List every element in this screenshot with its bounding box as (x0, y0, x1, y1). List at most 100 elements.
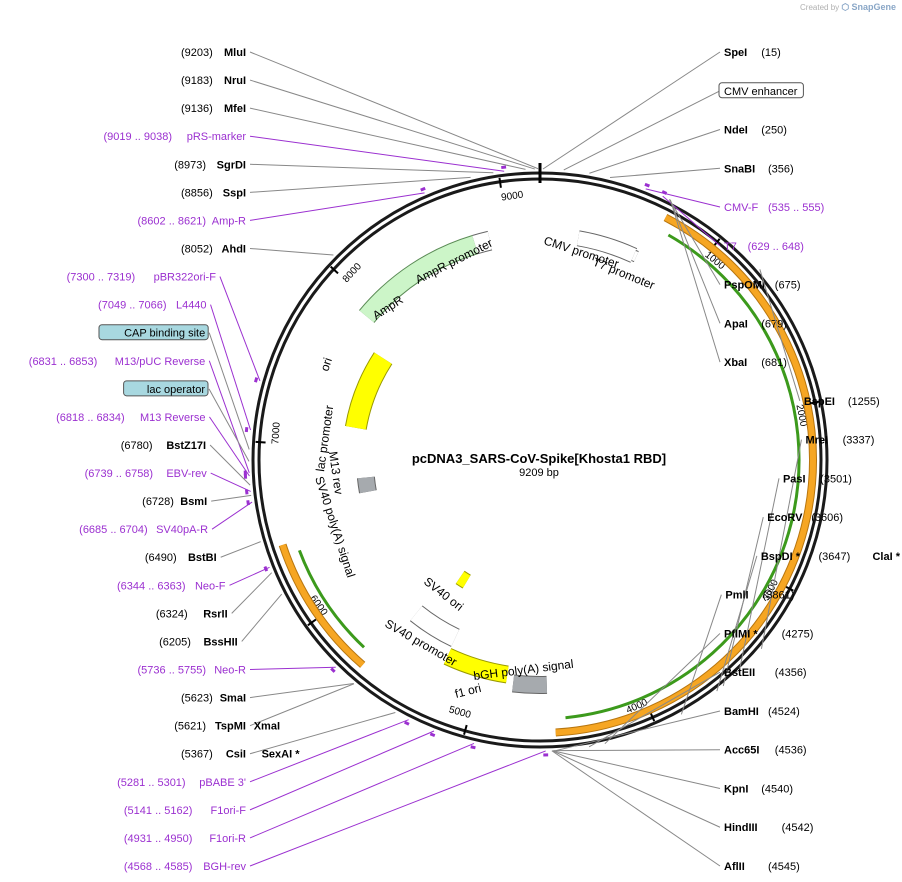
feature-arrow[interactable] (444, 649, 509, 683)
site-label[interactable]: PflMI *(4275) (724, 628, 813, 640)
site-label[interactable]: (7049 .. 7066)L4440 (98, 300, 207, 312)
feature-arrow[interactable] (631, 250, 639, 262)
site-label[interactable]: PasI(3501) (783, 473, 852, 485)
site-label[interactable]: XbaI(681) (724, 357, 787, 369)
site-position: (6344 .. 6363) (117, 580, 186, 592)
site-position: (5736 .. 5755) (138, 665, 207, 677)
site-leader (249, 176, 471, 193)
site-position: (6490) (145, 552, 177, 564)
site-label[interactable]: (5281 .. 5301)pBABE 3' (117, 777, 246, 789)
site-label[interactable]: (8052)AhdI (181, 243, 246, 255)
site-label[interactable]: BspDI *(3647)ClaI * (761, 551, 901, 563)
site-label[interactable]: Acc65I(4536) (724, 745, 807, 757)
site-label[interactable]: BstEII(4356) (724, 667, 807, 679)
feature-arrow[interactable] (472, 231, 493, 254)
site-label[interactable]: (4931 .. 4950)F1ori-R (124, 833, 246, 845)
site-position: (4356) (775, 667, 807, 679)
site-label[interactable]: ApaI(679) (724, 318, 787, 330)
feature-arrow[interactable] (359, 235, 478, 323)
site-label[interactable]: (5736 .. 5755) Neo-R (138, 665, 247, 677)
site-leader (229, 566, 270, 586)
site-name: Neo-F (195, 580, 226, 592)
site-label[interactable]: (9136)MfeI (181, 103, 246, 115)
feature-arrow[interactable] (279, 543, 365, 668)
site-label[interactable]: CMV enhancer (718, 82, 804, 99)
site-label[interactable]: (9183)NruI (181, 75, 246, 87)
site-label[interactable]: T7(629 .. 648) (724, 241, 804, 253)
site-leader (210, 472, 251, 492)
feature-arrow[interactable] (345, 352, 392, 430)
site-position: (3606) (811, 512, 843, 524)
site-label[interactable]: (6205) BssHII (159, 636, 238, 648)
site-position: (3861) (763, 590, 795, 602)
box-label-text: lac operator (147, 384, 205, 396)
site-label[interactable]: (8602 .. 8621)Amp-R (138, 215, 247, 227)
feature-arrow[interactable] (512, 675, 548, 693)
site-name: BssHII (203, 636, 237, 648)
site-label[interactable]: CAP binding site (98, 324, 209, 341)
site-label[interactable]: MreI(3337) (805, 435, 874, 447)
site-label[interactable]: (8973)SgrDI (174, 159, 246, 171)
site-leader (249, 712, 396, 755)
tick-label: 8000 (341, 261, 364, 285)
site-label[interactable]: (6685 .. 6704)SV40pA-R (79, 524, 208, 536)
site-label[interactable]: (5623)SmaI (181, 693, 246, 705)
box-label-frame (123, 380, 209, 397)
site-label[interactable]: (6324)RsrII (156, 608, 228, 620)
site-label[interactable]: SpeI(15) (724, 47, 781, 59)
plasmid-name: pcDNA3_SARS-CoV-Spike[Khosta1 RBD] (412, 451, 666, 466)
site-label[interactable]: (9203)MluI (181, 47, 246, 59)
site-name: M13 Reverse (140, 412, 205, 424)
site-label[interactable]: EcoRV(3606) (767, 512, 843, 524)
site-leader (552, 750, 721, 828)
site-label[interactable]: (9019 .. 9038)pRS-marker (104, 131, 247, 143)
feature-arrow[interactable] (555, 214, 817, 736)
site-label[interactable]: BspEI(1255) (804, 396, 880, 408)
feature-label-f1: f1 ori (453, 681, 482, 701)
site-position: (681) (761, 357, 787, 369)
site-label[interactable]: (8856)SspI (181, 187, 246, 199)
site-label[interactable]: (6831 .. 6853)M13/pUC Reverse (29, 356, 205, 368)
site-label[interactable]: (6780)BstZ17I (121, 440, 206, 452)
site-name: AflII (724, 861, 745, 873)
site-label[interactable]: HindIII(4542) (724, 822, 813, 834)
site-label[interactable]: (6818 .. 6834)M13 Reverse (56, 412, 205, 424)
site-label[interactable]: PmlI(3861) (725, 590, 794, 602)
site-label[interactable]: (4568 .. 4585)BGH-rev (124, 861, 247, 873)
site-label[interactable]: (6490)BstBI (145, 552, 217, 564)
site-name: PasI (783, 473, 806, 485)
site-position: (9136) (181, 103, 213, 115)
site-label[interactable]: (6739 .. 6758)EBV-rev (85, 468, 208, 480)
feature-arrow[interactable] (576, 231, 637, 262)
site-name: SnaBI (724, 163, 755, 175)
site-label[interactable]: SnaBI(356) (724, 163, 794, 175)
site-leader (645, 188, 721, 208)
site-name: SpeI (724, 47, 747, 59)
site-name: Neo-R (214, 665, 246, 677)
site-leader (209, 416, 250, 477)
feature-label-t7: T7 promoter (591, 255, 657, 292)
site-position: (6205) (159, 636, 191, 648)
feature-arrow[interactable] (456, 571, 471, 588)
site-label[interactable]: BamHI(4524) (724, 706, 800, 718)
site-label[interactable]: (7300 .. 7319)pBR322ori-F (67, 272, 217, 284)
site-label[interactable]: (6344 .. 6363) Neo-F (117, 580, 226, 592)
site-name: BGH-rev (203, 861, 246, 873)
site-label[interactable]: AflII(4545) (724, 861, 800, 873)
site-leader (249, 750, 546, 867)
site-label[interactable]: KpnI(4540) (724, 783, 793, 795)
site-label[interactable]: (5141 .. 5162)F1ori-F (124, 805, 246, 817)
site-leader (604, 633, 721, 745)
primer-mark (403, 720, 410, 726)
site-label[interactable]: NdeI(250) (724, 125, 787, 137)
site-label[interactable]: CMV-F(535 .. 555) (724, 202, 824, 214)
feature-arrow[interactable] (410, 606, 460, 647)
site-name: EBV-rev (166, 468, 207, 480)
site-label[interactable]: PspOMI(675) (724, 280, 800, 292)
feature-arrow[interactable] (357, 476, 376, 494)
site-leader (563, 90, 721, 171)
site-label[interactable]: lac operator (123, 380, 209, 397)
site-label[interactable]: (6728)BsmI (142, 496, 207, 508)
